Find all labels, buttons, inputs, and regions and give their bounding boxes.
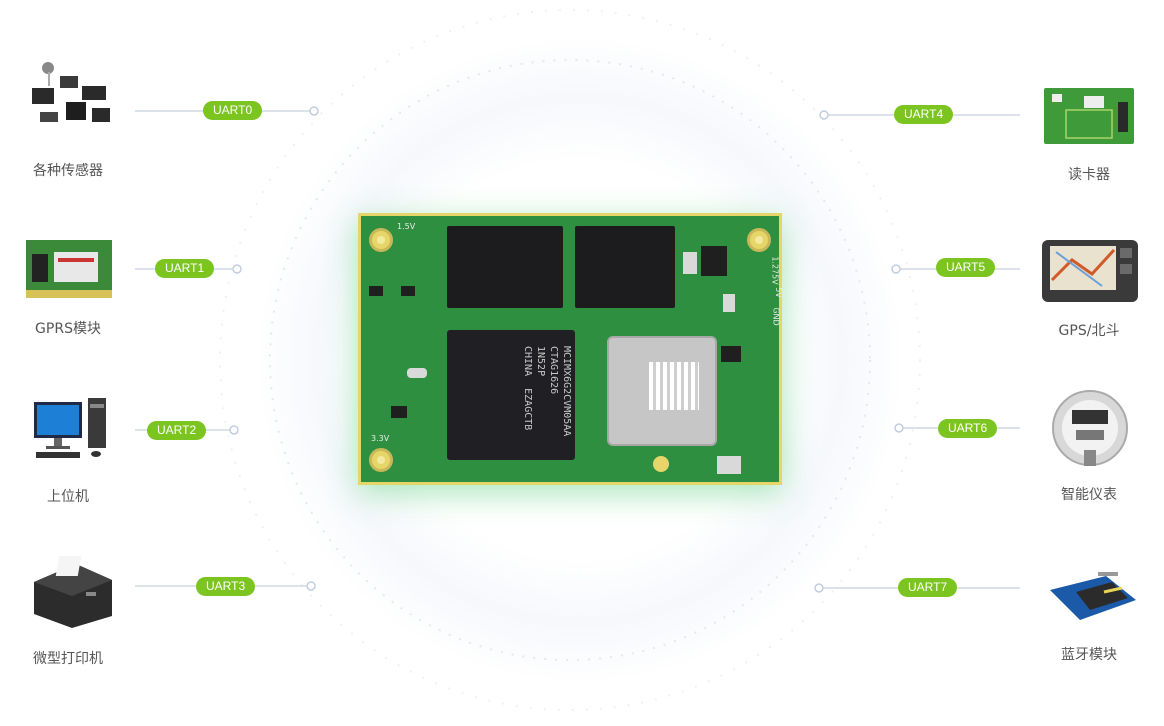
component <box>701 246 727 276</box>
component <box>369 286 383 296</box>
uart-label: UART5 <box>936 258 996 277</box>
ddr-chip <box>447 226 563 308</box>
sensors-icon <box>22 58 120 140</box>
antenna-connector <box>653 456 669 472</box>
mounting-hole <box>369 228 393 252</box>
component <box>723 294 735 312</box>
component <box>391 406 407 418</box>
component <box>683 252 697 274</box>
peripheral-name: 微型打印机 <box>33 651 103 667</box>
qr-code <box>649 362 699 410</box>
silk-gnd: GND <box>771 307 781 326</box>
crystal <box>407 368 427 378</box>
cpu-marking: MCIMX6G2CVM05AA CTAG1626 1N52P CHINA EZA… <box>522 346 572 437</box>
smart-meter-icon <box>1052 390 1128 466</box>
peripheral-name: 智能仪表 <box>1061 487 1117 503</box>
uart-label: UART4 <box>894 105 954 124</box>
peripheral-name: 各种传感器 <box>33 163 103 179</box>
component <box>717 456 741 474</box>
core-board: 1.5V 3.3V 5V GND 1.275V MCIMX6G2CVM05AA … <box>358 213 783 485</box>
component <box>721 346 741 362</box>
peripheral-name: GPS/北斗 <box>1058 323 1120 339</box>
uart-label: UART2 <box>147 421 207 440</box>
uart-label: UART1 <box>155 259 215 278</box>
card-reader-icon <box>1044 88 1134 144</box>
bluetooth-module-icon <box>1050 572 1136 620</box>
cpu-chip: MCIMX6G2CVM05AA CTAG1626 1N52P CHINA EZA… <box>447 330 575 460</box>
host-computer-icon <box>34 398 106 458</box>
peripheral-name: 蓝牙模块 <box>1061 647 1117 663</box>
gprs-module-icon <box>26 240 112 298</box>
silk-1v5: 1.5V <box>397 222 416 231</box>
mounting-hole <box>747 228 771 252</box>
gps-device-icon <box>1042 240 1138 302</box>
silk-1275v: 1.275V <box>770 256 780 285</box>
uart-label: UART0 <box>203 101 263 120</box>
silk-5v: 5V <box>773 287 783 298</box>
uart-label: UART6 <box>938 419 998 438</box>
peripheral-name: GPRS模块 <box>35 321 101 337</box>
printer-icon <box>34 556 112 628</box>
flash-chip <box>575 226 675 308</box>
mounting-hole <box>369 448 393 472</box>
uart-label: UART3 <box>196 577 256 596</box>
silk-3v3: 3.3V <box>371 434 390 443</box>
component <box>401 286 415 296</box>
peripheral-name: 上位机 <box>47 489 89 505</box>
uart-label: UART7 <box>898 578 958 597</box>
wifi-module-shield <box>607 336 717 446</box>
peripheral-name: 读卡器 <box>1068 167 1110 183</box>
